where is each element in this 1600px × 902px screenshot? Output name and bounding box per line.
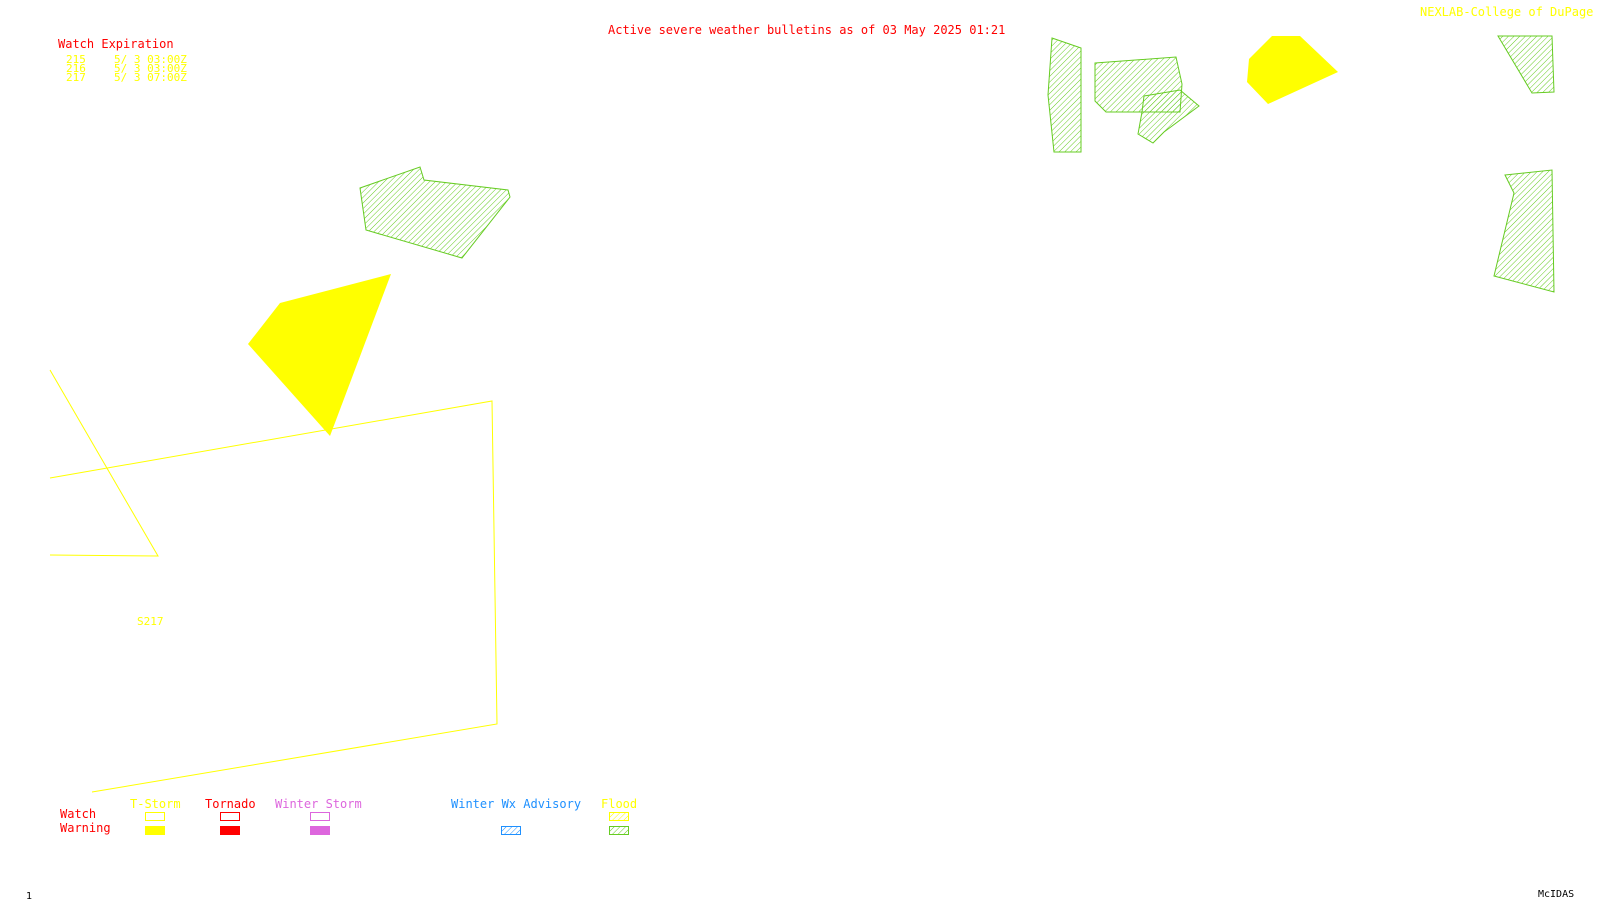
watch-expiration-heading: Watch Expiration	[58, 37, 174, 51]
legend-label-tstorm: T-Storm	[130, 797, 181, 811]
flood-warning-polygon-e	[1493, 169, 1555, 293]
legend-label-winter-advisory: Winter Wx Advisory	[451, 797, 582, 811]
legend-label-winter-storm: Winter Storm	[275, 797, 362, 811]
flood-warning-polygon-ne-4	[1497, 35, 1555, 94]
legend-label-flood: Flood	[601, 797, 638, 811]
tstorm-watch-outline-s217	[49, 400, 498, 793]
watch-expires: 5/ 3 03:00Z	[114, 62, 187, 75]
frame-number: 1	[26, 891, 33, 902]
legend-winter-storm-watch-swatch	[310, 812, 330, 821]
watch-expires: 5/ 3 03:00Z	[114, 53, 187, 66]
legend-label-tornado: Tornado	[205, 797, 256, 811]
watch-id: 216	[66, 62, 86, 75]
legend-flood-watch-swatch	[609, 812, 629, 821]
watch-expires: 5/ 3 07:00Z	[114, 71, 187, 84]
watch-id: 217	[66, 71, 86, 84]
legend-winter-advisory-swatch	[501, 826, 521, 835]
flood-warning-polygon-ne-1	[1047, 37, 1082, 153]
flood-warning-polygon	[359, 166, 511, 259]
software-label: McIDAS	[1538, 889, 1575, 900]
legend-tstorm-watch-swatch	[145, 812, 165, 821]
page-title: Active severe weather bulletins as of 03…	[608, 23, 1006, 37]
legend-flood-warning-swatch	[609, 826, 629, 835]
credit-label: NEXLAB-College of DuPage R	[1420, 5, 1600, 19]
legend-row-watch: Watch	[60, 807, 97, 821]
legend-tornado-warning-swatch	[220, 826, 240, 835]
tstorm-warning-polygon	[248, 274, 391, 436]
tstorm-warning-polygon-ne	[1247, 36, 1338, 104]
legend-row-warning: Warning	[60, 821, 111, 835]
legend-tornado-watch-swatch	[220, 812, 240, 821]
watch-id: 215	[66, 53, 86, 66]
tstorm-watch-outline-west	[49, 369, 159, 557]
watch-label-s217: S217	[137, 615, 164, 628]
legend-winter-storm-warning-swatch	[310, 826, 330, 835]
legend-tstorm-warning-swatch	[145, 826, 165, 835]
flood-warning-polygon-ne-3	[1137, 89, 1200, 144]
